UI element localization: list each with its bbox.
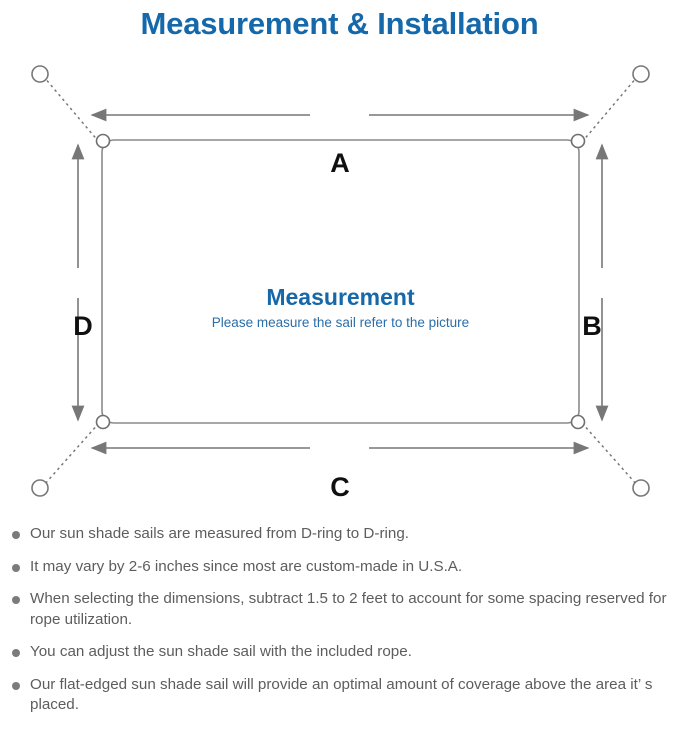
rope-line-top-right (581, 76, 638, 143)
dimension-label-c: C (330, 472, 350, 502)
d-ring-top-left (95, 133, 111, 149)
list-item: You can adjust the sun shade sail with t… (0, 642, 679, 663)
sail-body (101, 139, 580, 424)
d-ring-top-right (570, 133, 586, 149)
anchor-post-top-left (31, 65, 49, 83)
rope-lines (43, 76, 638, 486)
list-item: It may vary by 2-6 inches since most are… (0, 557, 679, 578)
bullet-icon (12, 649, 20, 658)
notes-list: Our sun shade sails are measured from D-… (0, 524, 679, 728)
list-item-text: Our flat-edged sun shade sail will provi… (30, 675, 653, 714)
rope-line-bottom-left (43, 422, 100, 486)
anchor-posts (31, 65, 650, 497)
d-ring-bottom-left (95, 414, 111, 430)
rope-line-bottom-right (581, 422, 638, 486)
list-item-text: Our sun shade sails are measured from D-… (30, 525, 409, 542)
list-item: Our flat-edged sun shade sail will provi… (0, 675, 679, 716)
bullet-icon (12, 563, 20, 572)
anchor-post-bottom-left (31, 479, 49, 497)
bullet-icon (12, 596, 20, 605)
list-item-text: When selecting the dimensions, subtract … (30, 590, 667, 628)
list-item-text: It may vary by 2-6 inches since most are… (30, 557, 463, 575)
bullet-icon (12, 531, 20, 539)
dimension-label-d: D (73, 311, 93, 341)
dimension-label-b: B (582, 311, 602, 341)
dimension-label-a: A (330, 148, 350, 178)
sail-measurement-diagram: Measurement Please measure the sail refe… (0, 52, 679, 512)
anchor-post-top-right (632, 65, 650, 83)
d-ring-bottom-right (570, 414, 586, 430)
d-rings (95, 133, 586, 430)
rope-line-top-left (43, 76, 100, 143)
list-item: When selecting the dimensions, subtract … (0, 589, 679, 630)
page-title: Measurement & Installation (140, 6, 539, 41)
list-item: Our sun shade sails are measured from D-… (0, 524, 679, 545)
bullet-icon (12, 681, 20, 690)
list-item-text: You can adjust the sun shade sail with t… (30, 643, 412, 661)
anchor-post-bottom-right (632, 479, 650, 497)
